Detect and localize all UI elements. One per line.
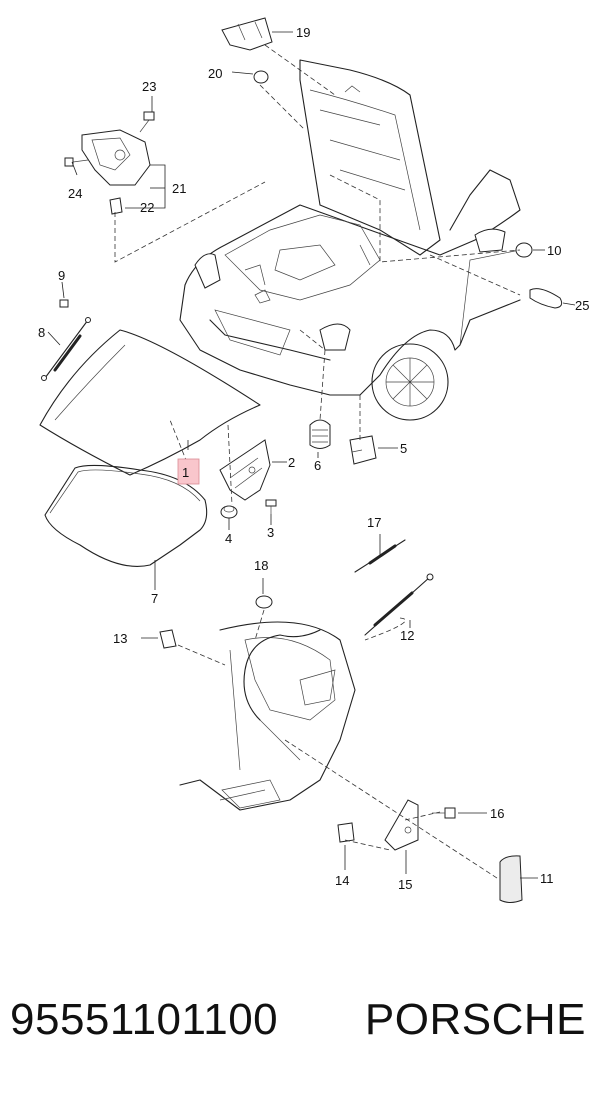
part-number: 95551101100 [10,995,279,1044]
callout-23[interactable]: 23 [142,79,156,94]
hood-seal[interactable] [44,464,208,567]
callout-22[interactable]: 22 [140,200,154,215]
footer: 95551101100 PORSCHE [0,995,600,1065]
cable-grommet[interactable] [255,595,273,609]
callout-12[interactable]: 12 [400,628,414,643]
cap[interactable] [515,242,533,258]
mount-bracket[interactable] [384,799,419,851]
callout-labels: 1 2 3 4 5 6 7 8 9 10 11 12 13 14 15 16 1… [38,25,589,892]
callout-9[interactable]: 9 [58,268,65,283]
gas-strut[interactable] [41,317,91,381]
callout-18[interactable]: 18 [254,558,268,573]
guide-lines [114,44,521,881]
clip[interactable] [349,435,377,465]
lower-strut[interactable] [364,573,434,636]
hood-hinge[interactable] [219,439,271,501]
callout-21[interactable]: 21 [172,181,186,196]
callout-8[interactable]: 8 [38,325,45,340]
side-marker-lens[interactable] [529,288,563,309]
callout-24[interactable]: 24 [68,186,82,201]
rubber-buffer[interactable] [220,505,238,519]
parts-diagram: 1 2 3 4 5 6 7 8 9 10 11 12 13 14 15 16 1… [38,17,589,903]
callout-7[interactable]: 7 [151,591,158,606]
trim-lens[interactable] [499,855,523,903]
strut-fastener[interactable] [59,299,69,308]
callout-11[interactable]: 11 [540,871,554,886]
adjustable-stop[interactable] [309,419,331,449]
callout-15[interactable]: 15 [398,877,412,892]
part-1-highlight [177,458,200,485]
callout-16[interactable]: 16 [490,806,504,821]
clip-block[interactable] [159,629,177,649]
inner-wheelhouse [179,621,356,811]
lock-bolt-side[interactable] [64,157,89,167]
callout-19[interactable]: 19 [296,25,310,40]
callout-10[interactable]: 10 [547,243,561,258]
release-cable[interactable] [243,539,406,721]
callout-17[interactable]: 17 [367,515,381,530]
callout-14[interactable]: 14 [335,873,349,888]
grommet[interactable] [253,70,269,84]
callout-1[interactable]: 1 [182,465,189,480]
small-clip[interactable] [337,822,355,843]
hinge-bolt[interactable] [265,499,277,514]
callout-leaders [47,31,576,879]
callout-4[interactable]: 4 [225,531,232,546]
callout-25[interactable]: 25 [575,298,589,313]
mount-bolt[interactable] [432,807,456,819]
lock-bolt-top[interactable] [139,111,155,133]
lock-clip[interactable] [109,197,123,215]
callout-20[interactable]: 20 [208,66,222,81]
brand-name: PORSCHE [364,995,586,1044]
callout-5[interactable]: 5 [400,441,407,456]
callout-13[interactable]: 13 [113,631,127,646]
hood-panel[interactable] [39,329,261,476]
callout-6[interactable]: 6 [314,458,321,473]
callout-3[interactable]: 3 [267,525,274,540]
callout-2[interactable]: 2 [288,455,295,470]
release-bracket[interactable] [221,17,273,51]
hood-lock[interactable] [81,129,151,186]
vehicle-front-illustration [179,59,521,421]
